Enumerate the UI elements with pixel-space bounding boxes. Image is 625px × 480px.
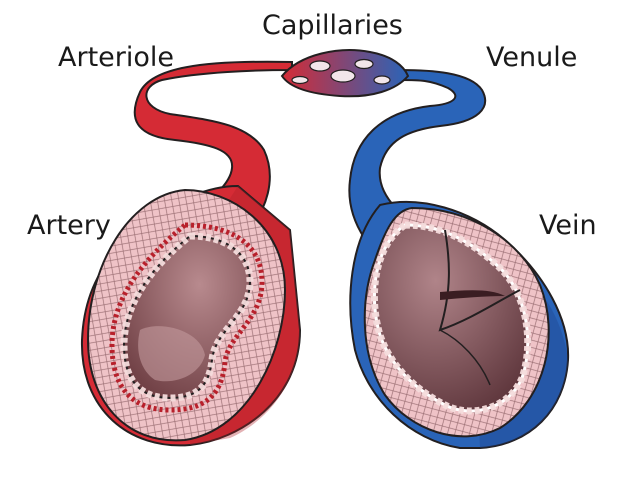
artery-section xyxy=(80,184,302,447)
label-vein: Vein xyxy=(539,210,597,241)
label-arteriole: Arteriole xyxy=(58,42,175,73)
label-artery: Artery xyxy=(27,210,111,241)
label-capillaries: Capillaries xyxy=(262,10,403,41)
vein-section xyxy=(349,201,570,449)
capillary-bed xyxy=(280,49,410,98)
label-venule: Venule xyxy=(486,42,578,73)
